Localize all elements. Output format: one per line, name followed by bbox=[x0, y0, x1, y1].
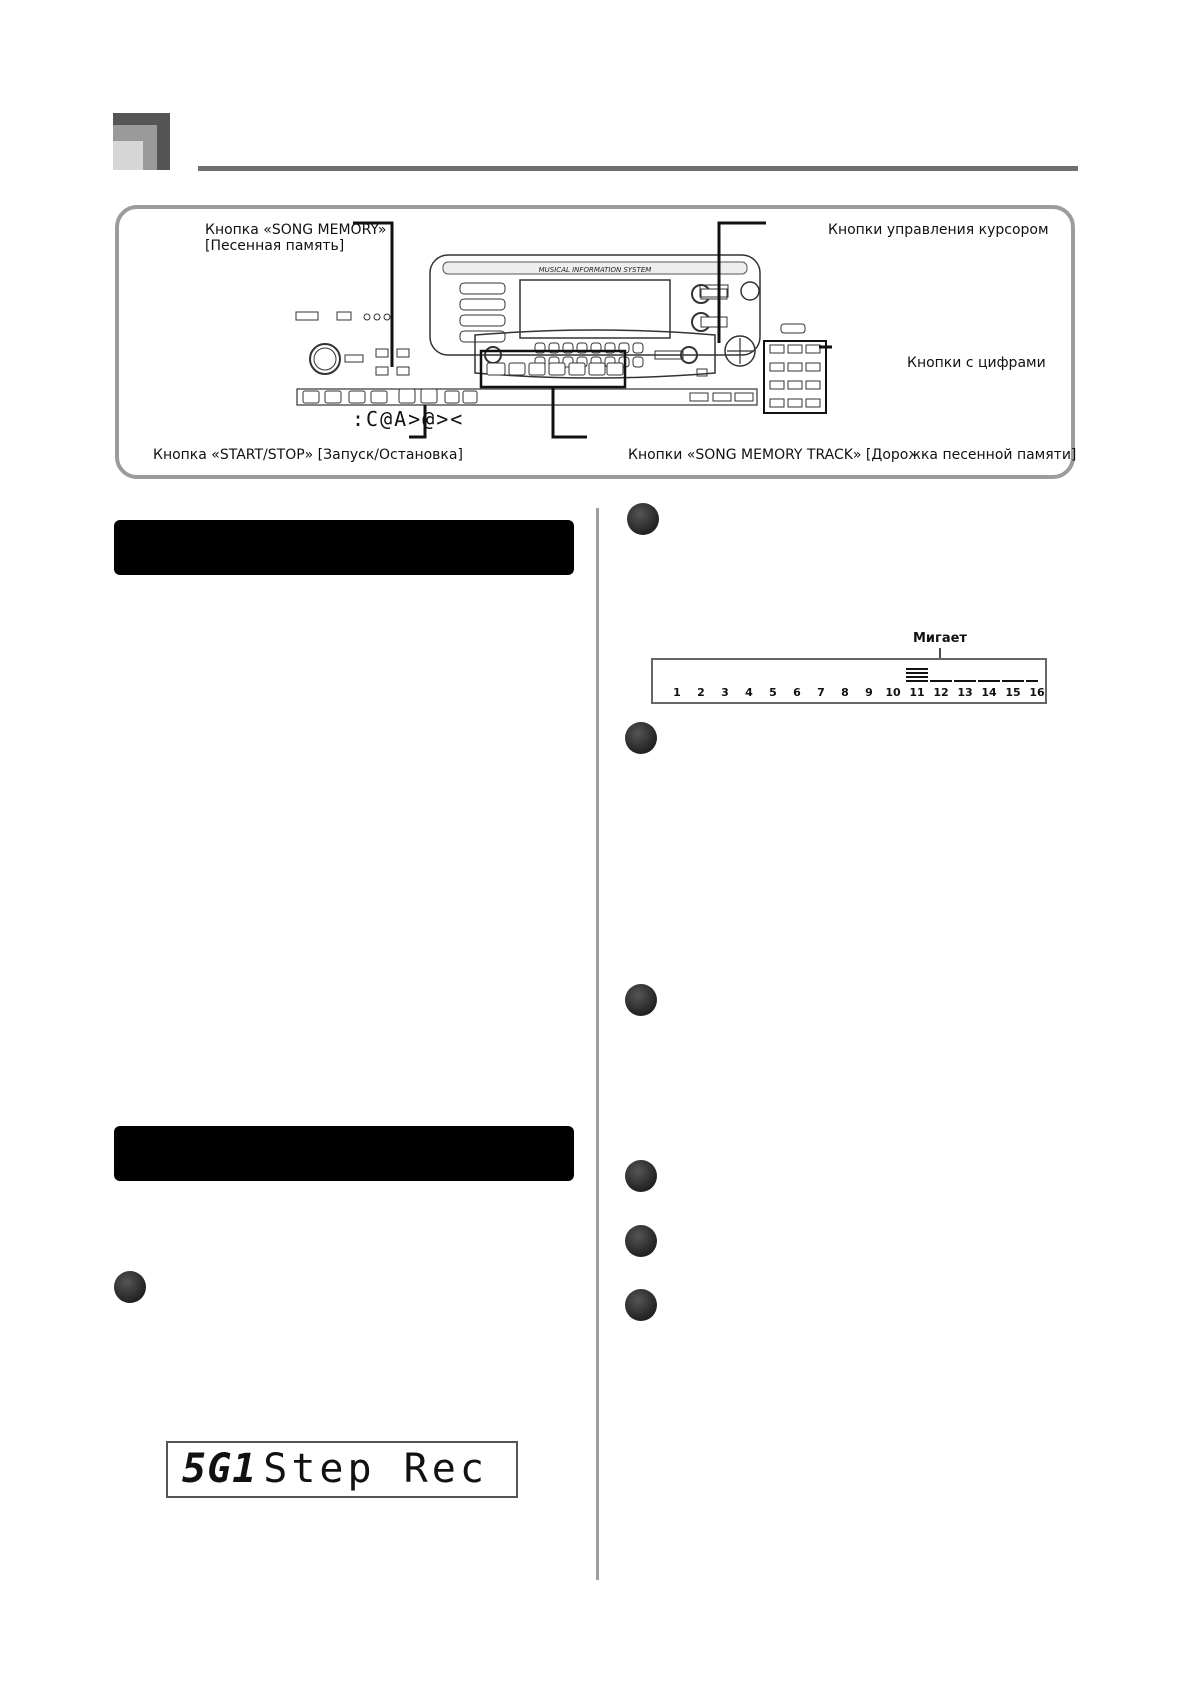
volume-knob bbox=[309, 343, 341, 375]
track-number-15: 15 bbox=[1005, 686, 1021, 699]
label-number-buttons: Кнопки с цифрами bbox=[907, 355, 1046, 371]
menu-btn-2 bbox=[459, 298, 506, 311]
column-divider bbox=[596, 508, 599, 1580]
track-number-1: 1 bbox=[673, 686, 681, 699]
leader-track bbox=[551, 387, 587, 439]
dial-label bbox=[654, 350, 684, 360]
label-song-memory-track: Кнопки «SONG MEMORY TRACK» [Дорожка песе… bbox=[628, 447, 1077, 463]
dial-right bbox=[680, 346, 698, 364]
track-number-11: 11 bbox=[909, 686, 925, 699]
brand-strip bbox=[442, 261, 748, 275]
track-buttons bbox=[486, 362, 624, 376]
track-number-13: 13 bbox=[957, 686, 973, 699]
label-song-memory-line2: [Песенная память] bbox=[205, 238, 345, 254]
track-number-4: 4 bbox=[745, 686, 753, 699]
leader-song-memory bbox=[353, 221, 394, 367]
display-segment-code: 5G1 bbox=[182, 1446, 258, 1492]
track-number-2: 2 bbox=[697, 686, 705, 699]
keyboard-diagram: MUSICAL INFORMATION SYSTEM bbox=[295, 221, 832, 439]
track-bars bbox=[906, 668, 1038, 682]
round-btn-label-1 bbox=[700, 288, 728, 300]
track-number-3: 3 bbox=[721, 686, 729, 699]
console-outline bbox=[429, 254, 761, 356]
step-marker-4 bbox=[625, 984, 657, 1016]
step-marker-2 bbox=[627, 503, 659, 535]
step-marker-5 bbox=[625, 1160, 657, 1192]
power-button bbox=[295, 311, 319, 321]
number-keys-highlight bbox=[763, 340, 827, 414]
section-header-1 bbox=[114, 520, 574, 575]
step-marker-6 bbox=[625, 1225, 657, 1257]
bottom-buttons bbox=[302, 388, 478, 404]
display-text: Step Rec bbox=[263, 1446, 488, 1492]
marker-glyphs: :C@A>@>< bbox=[352, 407, 465, 431]
label-cursor-buttons: Кнопки управления курсором bbox=[828, 222, 1049, 238]
mode-button bbox=[336, 311, 352, 321]
step-marker-3 bbox=[625, 722, 657, 754]
brand-strip-text: MUSICAL INFORMATION SYSTEM bbox=[539, 266, 652, 274]
track-number-14: 14 bbox=[981, 686, 997, 699]
cursor-pad bbox=[724, 335, 756, 367]
track-number-16: 16 bbox=[1029, 686, 1045, 699]
label-start-stop: Кнопка «START/STOP» [Запуск/Остановка] bbox=[153, 447, 463, 463]
track-number-6: 6 bbox=[793, 686, 801, 699]
step-marker-7 bbox=[625, 1289, 657, 1321]
start-stop-button-shape bbox=[420, 388, 438, 404]
track-number-10: 10 bbox=[885, 686, 901, 699]
step-marker-1 bbox=[114, 1271, 146, 1303]
track-number-9: 9 bbox=[865, 686, 873, 699]
menu-btn-4 bbox=[459, 330, 506, 343]
track-number-12: 12 bbox=[933, 686, 949, 699]
round-btn-label-2 bbox=[700, 316, 728, 328]
lcd-display: 5G1 Step Rec bbox=[166, 1441, 518, 1498]
header-rule bbox=[198, 166, 1078, 171]
set-button bbox=[699, 284, 729, 298]
label-song-memory-line1: Кнопка «SONG MEMORY» bbox=[205, 222, 387, 238]
leader-start-stop bbox=[409, 405, 427, 439]
leader-cursor bbox=[717, 221, 766, 343]
song-memory-button-shape bbox=[396, 366, 410, 376]
keyboard-illustration-panel bbox=[115, 205, 1075, 479]
button-row bbox=[296, 388, 758, 406]
lcd-screen bbox=[519, 279, 671, 339]
track-number-8: 8 bbox=[841, 686, 849, 699]
track-number-7: 7 bbox=[817, 686, 825, 699]
console-lower bbox=[474, 329, 716, 379]
corner-decoration-light bbox=[113, 141, 143, 170]
menu-btn-3 bbox=[459, 314, 506, 327]
track-number-5: 5 bbox=[769, 686, 777, 699]
number-keys bbox=[769, 344, 821, 408]
blink-label: Мигает bbox=[913, 631, 967, 646]
menu-btn-1 bbox=[459, 282, 506, 295]
section-header-2 bbox=[114, 1126, 574, 1181]
